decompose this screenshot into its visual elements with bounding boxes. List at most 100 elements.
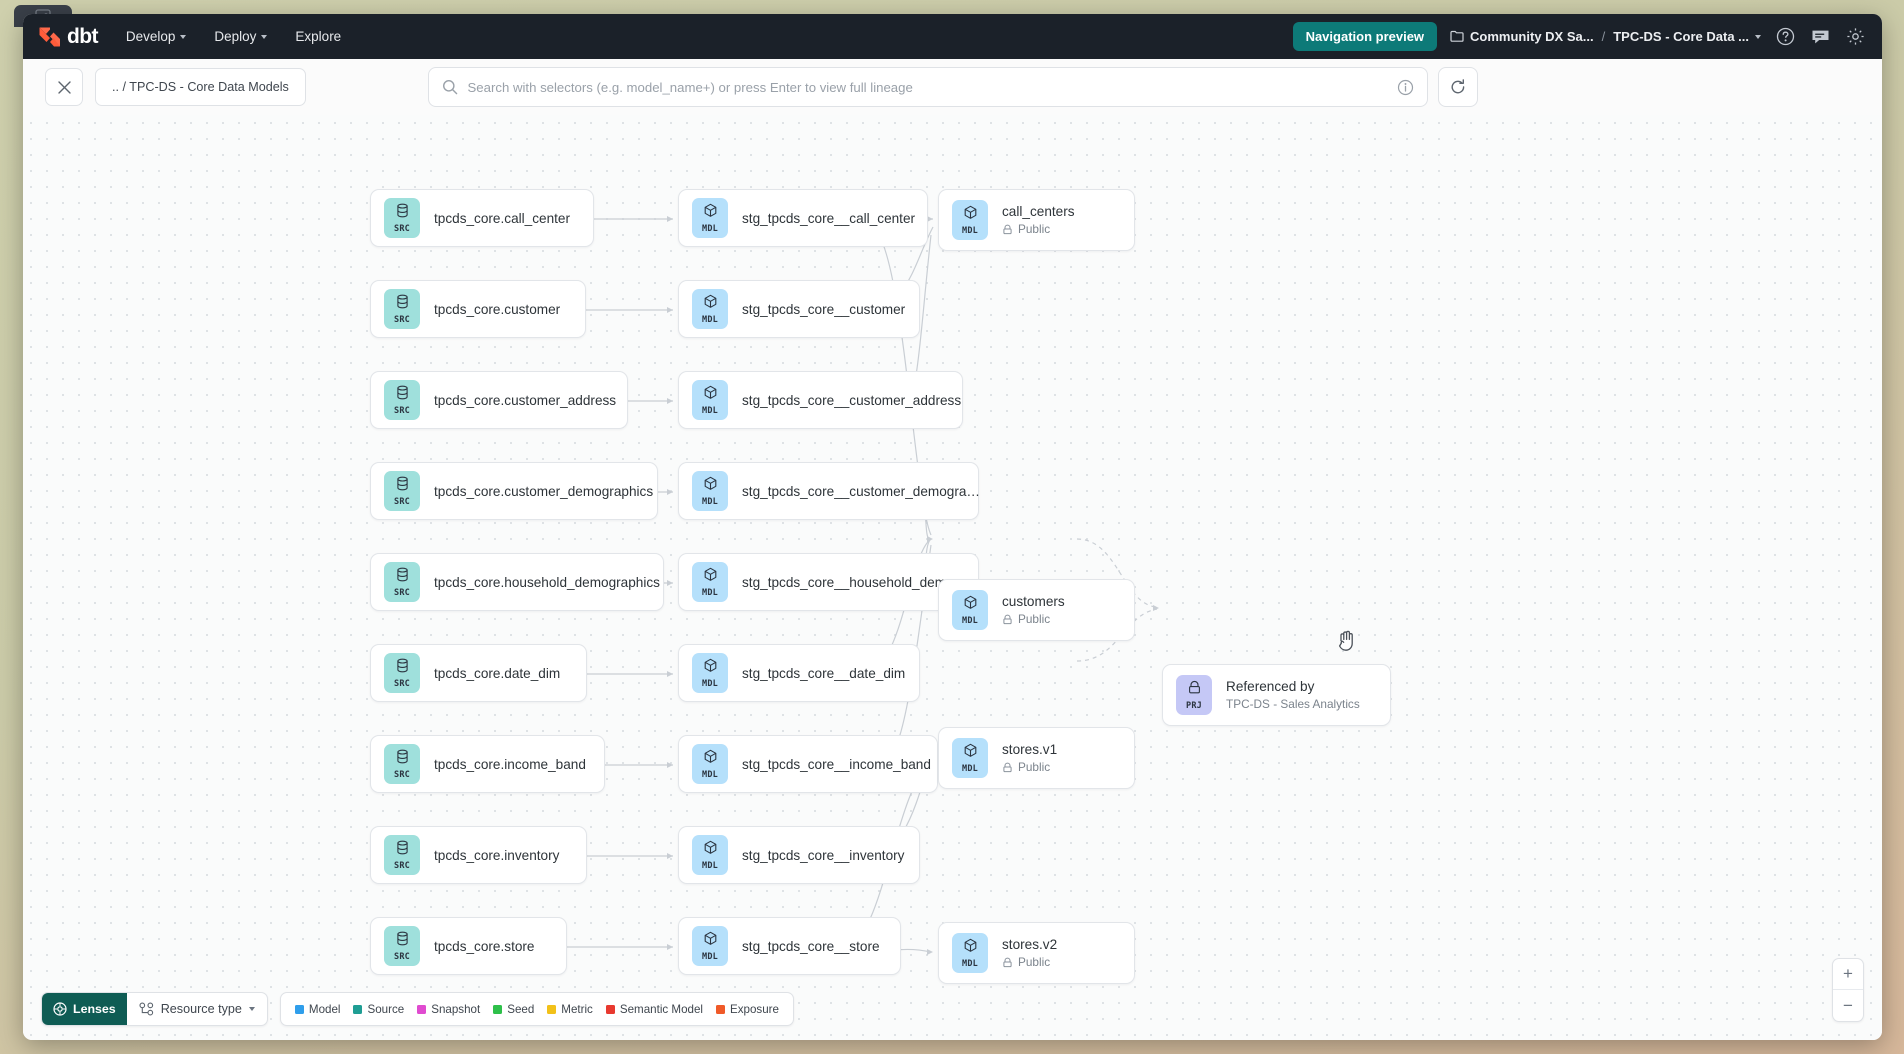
navigation-preview-button[interactable]: Navigation preview	[1292, 22, 1438, 51]
info-icon[interactable]	[1397, 79, 1414, 96]
settings-button[interactable]	[1844, 26, 1866, 48]
database-icon	[395, 840, 410, 860]
feedback-button[interactable]	[1809, 26, 1831, 48]
lineage-search-box[interactable]	[427, 67, 1428, 107]
node-subtitle: Public	[1002, 760, 1057, 774]
cube-icon	[963, 205, 978, 225]
node-title: tpcds_core.customer	[434, 301, 561, 317]
dbt-logo-text: dbt	[67, 24, 98, 48]
refresh-lineage-button[interactable]	[1437, 67, 1478, 107]
cube-icon	[703, 840, 718, 860]
close-lineage-button[interactable]	[45, 68, 83, 106]
legend-item-exposure[interactable]: Exposure	[716, 1003, 779, 1016]
node-title: stores.v1	[1002, 742, 1058, 757]
zoom-in-button[interactable]: +	[1833, 959, 1863, 990]
mdl-badge: MDL	[692, 653, 728, 693]
lineage-node-staging-7[interactable]: MDL stg_tpcds_core__inventory	[678, 826, 920, 884]
legend-item-metric[interactable]: Metric	[547, 1003, 593, 1016]
folder-icon	[1450, 30, 1464, 42]
database-icon	[395, 749, 410, 769]
node-title: stg_tpcds_core__inventory	[742, 847, 905, 863]
dbt-logo[interactable]: dbt	[37, 25, 98, 49]
lock-icon	[1003, 957, 1012, 967]
dbt-logo-icon	[39, 27, 60, 46]
nav-item-deploy[interactable]: Deploy	[212, 25, 269, 48]
badge-label: SRC	[394, 769, 410, 780]
breadcrumb-account[interactable]: Community DX Sa...	[1450, 29, 1594, 44]
node-title: stg_tpcds_core__customer_address	[742, 392, 962, 408]
node-title: stg_tpcds_core__income_band	[742, 756, 931, 772]
badge-label: MDL	[702, 951, 718, 962]
node-text: stg_tpcds_core__income_band	[742, 756, 931, 772]
badge-label: MDL	[702, 314, 718, 325]
lineage-node-staging-2[interactable]: MDL stg_tpcds_core__customer_address	[678, 371, 963, 429]
badge-label: MDL	[702, 405, 718, 416]
primary-nav-items: Develop Deploy Explore	[124, 25, 343, 48]
database-icon	[395, 203, 410, 223]
node-title: tpcds_core.customer_address	[434, 392, 617, 408]
resource-type-dropdown[interactable]: Resource type	[127, 993, 267, 1025]
feedback-icon	[1812, 30, 1828, 43]
legend-item-source[interactable]: Source	[353, 1003, 404, 1016]
src-badge: SRC	[384, 562, 420, 602]
lineage-node-staging-6[interactable]: MDL stg_tpcds_core__income_band	[678, 735, 938, 793]
breadcrumb-project[interactable]: TPC-DS - Core Data ...	[1613, 29, 1761, 44]
cube-icon	[703, 658, 718, 678]
mdl-badge: MDL	[692, 289, 728, 329]
search-input[interactable]	[467, 79, 1387, 95]
mdl-badge: MDL	[692, 744, 728, 784]
badge-label: MDL	[962, 958, 978, 969]
legend-item-semantic-model[interactable]: Semantic Model	[605, 1003, 703, 1016]
node-text: stg_tpcds_core__customer_address	[742, 392, 962, 408]
breadcrumb-project-label: TPC-DS - Core Data ...	[1613, 29, 1749, 44]
help-button[interactable]	[1774, 26, 1796, 48]
node-title: tpcds_core.store	[434, 938, 535, 954]
search-icon	[442, 80, 457, 95]
grab-hand-cursor	[1336, 628, 1358, 657]
badge-label: MDL	[702, 860, 718, 871]
nav-item-explore-label: Explore	[295, 29, 342, 44]
cube-icon	[703, 567, 718, 587]
refresh-icon	[1451, 79, 1464, 94]
legend-item-model[interactable]: Model	[294, 1003, 340, 1016]
legend-item-snapshot[interactable]: Snapshot	[417, 1003, 480, 1016]
legend-swatch	[417, 1004, 427, 1014]
node-text: tpcds_core.customer_demographics	[434, 484, 653, 499]
zoom-out-button[interactable]: −	[1843, 995, 1853, 1015]
lenses-button[interactable]: Lenses	[42, 993, 127, 1025]
settings-gear-icon	[1846, 28, 1864, 45]
badge-label: MDL	[702, 496, 718, 507]
badge-label: PRJ	[1186, 700, 1202, 711]
nav-item-explore[interactable]: Explore	[293, 25, 343, 48]
mdl-badge: MDL	[692, 926, 728, 966]
nav-item-develop[interactable]: Develop	[124, 25, 189, 48]
chevron-down-icon	[1755, 34, 1761, 39]
mdl-badge: MDL	[692, 471, 728, 511]
legend-item-seed[interactable]: Seed	[493, 1003, 534, 1016]
lineage-breadcrumb[interactable]: .. / TPC-DS - Core Data Models	[95, 68, 306, 106]
